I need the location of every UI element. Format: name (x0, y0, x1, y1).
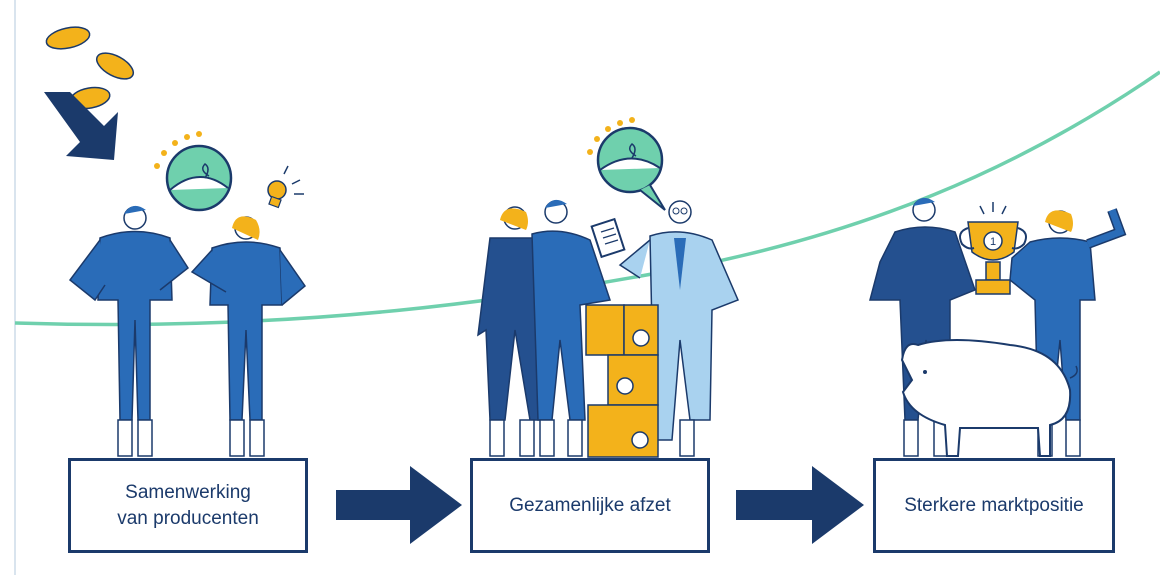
clipboard-icon (590, 217, 626, 259)
trophy-number: 1 (990, 236, 996, 248)
pig-icon (900, 339, 1078, 457)
step-label-line2: van producenten (117, 507, 259, 529)
farmer-man-1 (68, 205, 189, 457)
chat-bubble-icon (165, 144, 233, 212)
step-box-sterkere-marktpositie: Sterkere marktpositie (873, 458, 1115, 553)
left-border-line (14, 0, 16, 575)
stars-icon (154, 131, 202, 169)
right-arrow-icon (736, 466, 864, 544)
stars-icon (587, 117, 635, 155)
farmer-man-2 (531, 199, 611, 457)
step-label: Gezamenlijke afzet (509, 494, 671, 516)
step-label: Sterkere marktpositie (904, 494, 1084, 516)
step-box-samenwerking: Samenwerking van producenten (68, 458, 308, 553)
trophy-icon (959, 202, 1027, 295)
step-label-line1: Samenwerking (125, 481, 251, 503)
down-arrow-icon (44, 92, 118, 160)
lightbulb-icon (267, 165, 304, 209)
box-icon (585, 304, 659, 458)
right-arrow-icon (336, 466, 462, 544)
scientist (618, 200, 739, 457)
farmer-woman-1 (190, 216, 307, 457)
step-box-gezamenlijke-afzet: Gezamenlijke afzet (470, 458, 710, 553)
chat-bubble-icon (596, 126, 666, 211)
